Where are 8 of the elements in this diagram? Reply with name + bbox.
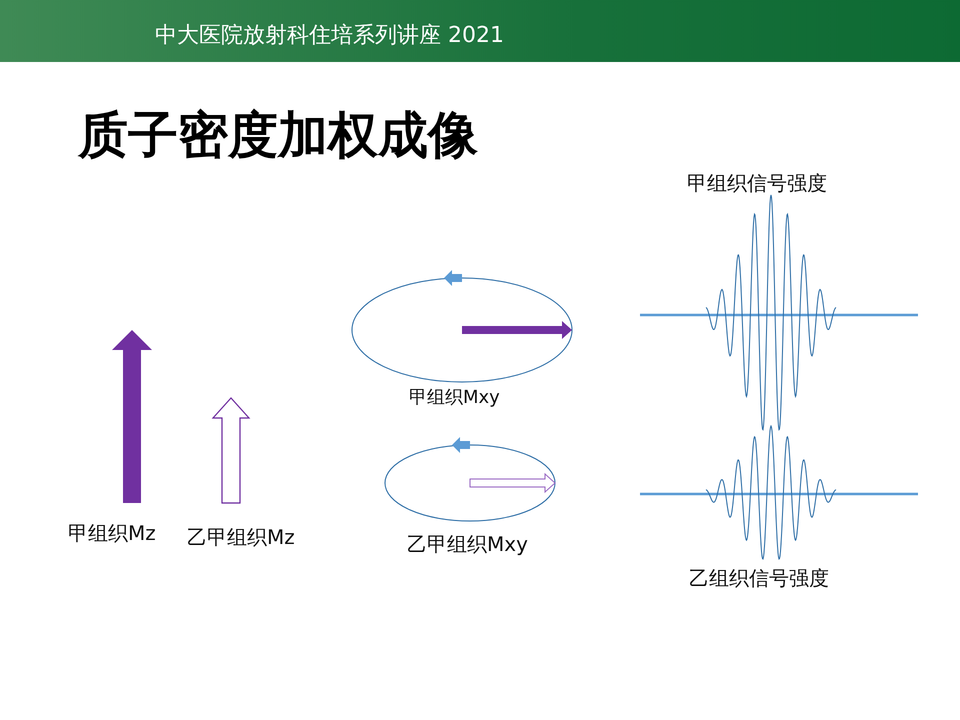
signal-label: 甲组织信号强度 xyxy=(687,170,827,197)
vector-label: 乙甲组织Mz xyxy=(187,524,295,551)
vector-label: 甲组织Mxy xyxy=(409,386,500,409)
vector-label: 甲组织Mz xyxy=(68,520,156,547)
slide-title: 质子密度加权成像 xyxy=(78,105,478,166)
signal-label: 乙组织信号强度 xyxy=(689,565,829,592)
vector-label: 乙甲组织Mxy xyxy=(407,531,528,558)
header-title: 中大医院放射科住培系列讲座 2021 xyxy=(155,22,504,50)
